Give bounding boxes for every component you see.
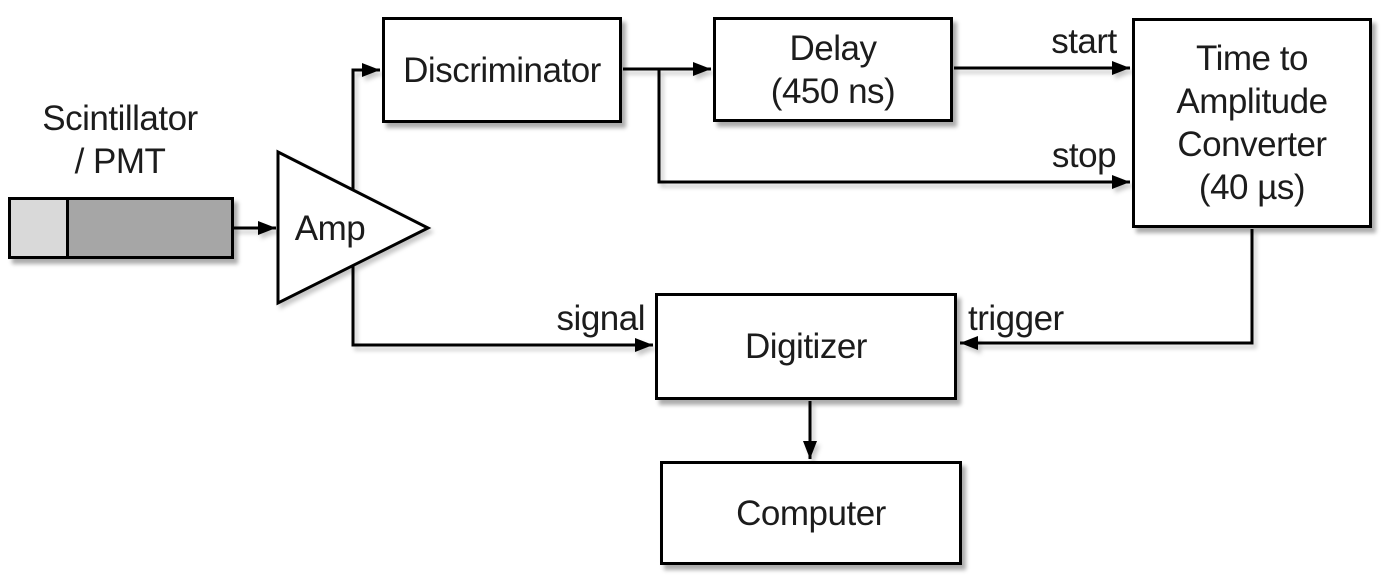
- digitizer-node: Digitizer: [655, 293, 957, 400]
- scintillator-segment: [11, 200, 69, 256]
- amp-label: Amp: [294, 209, 366, 248]
- connector-discriminator-tac-stop: [657, 69, 1130, 189]
- edge-label-start: start: [1051, 22, 1117, 61]
- scintillator-pmt-label-line1: Scintillator: [42, 99, 198, 138]
- time-to-amplitude-converter-node: Time to Amplitude Converter (40 µs): [1132, 18, 1372, 228]
- edge-label-trigger: trigger: [968, 299, 1064, 338]
- amp-triangle-shape: [276, 149, 432, 306]
- connector-tac-digitizer-trigger: [960, 229, 1254, 350]
- delay-node: Delay (450 ns): [713, 17, 953, 122]
- computer-node: Computer: [660, 461, 962, 565]
- discriminator-label: Discriminator: [403, 50, 601, 90]
- discriminator-node: Discriminator: [382, 17, 622, 123]
- delay-label-line2: (450 ns): [770, 71, 896, 111]
- scintillator-pmt-label: Scintillator / PMT: [0, 97, 240, 183]
- digitizer-label: Digitizer: [745, 327, 867, 366]
- tac-label-line4: (40 µs): [1198, 168, 1306, 207]
- scintillator-pmt-node: [8, 197, 234, 259]
- edge-label-signal: signal: [556, 299, 646, 338]
- tac-label-line2: Amplitude: [1176, 82, 1328, 121]
- pmt-segment: [69, 200, 231, 256]
- connector-amp-discriminator: [351, 63, 380, 190]
- connector-amp-digitizer-signal: [351, 266, 653, 352]
- delay-label-line1: Delay: [789, 28, 877, 68]
- edge-label-stop: stop: [1051, 136, 1117, 175]
- tac-label-line1: Time to: [1196, 39, 1308, 78]
- computer-label: Computer: [736, 493, 886, 533]
- scintillator-pmt-label-line2: / PMT: [74, 142, 166, 181]
- tac-label-line3: Converter: [1177, 125, 1327, 164]
